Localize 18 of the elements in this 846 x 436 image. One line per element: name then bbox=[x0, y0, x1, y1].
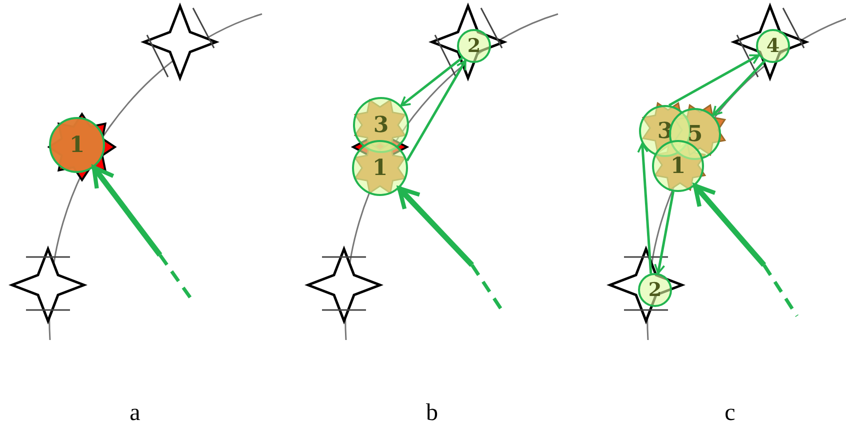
arrow bbox=[92, 165, 162, 257]
arrow bbox=[397, 186, 474, 267]
panel-label: c bbox=[724, 400, 736, 427]
numbered-circle: 4 bbox=[756, 29, 790, 63]
panel-label: a bbox=[128, 400, 142, 427]
numbered-circle: 1 bbox=[352, 140, 408, 196]
arrow bbox=[406, 60, 467, 162]
arrow bbox=[654, 191, 674, 274]
numbered-circle: 1 bbox=[49, 117, 105, 173]
arrow bbox=[692, 184, 766, 267]
arrow bbox=[637, 142, 652, 274]
numbered-circle: 2 bbox=[457, 29, 491, 63]
arrow bbox=[668, 54, 760, 106]
arrow bbox=[712, 60, 766, 116]
numbered-circle: 2 bbox=[638, 273, 672, 307]
panel-label: b bbox=[425, 400, 439, 427]
numbered-circle: 1 bbox=[652, 140, 704, 192]
arrow bbox=[400, 57, 463, 107]
